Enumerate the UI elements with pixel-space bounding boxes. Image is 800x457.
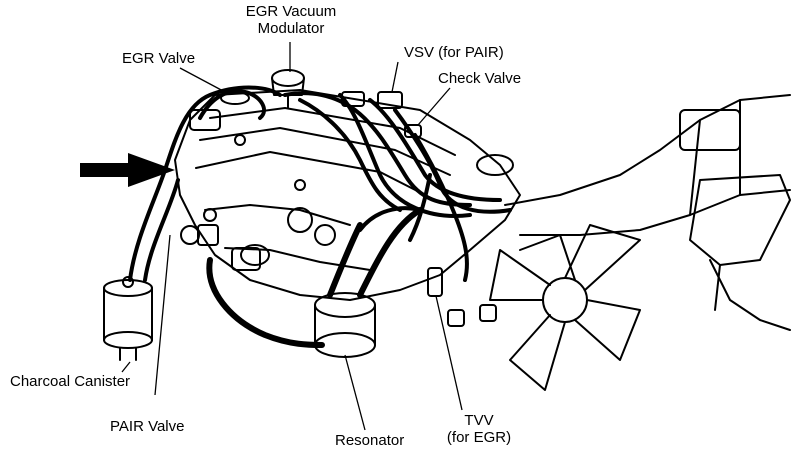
engine-block [174,89,521,301]
pointer-arrow [80,153,175,187]
transmission [504,94,791,331]
vacuum-hoses [198,89,512,282]
label-egr-vacuum-modulator: EGR Vacuum Modulator [245,3,337,37]
resonator-part [314,292,376,358]
egr-vacuum-modulator-part [271,69,305,109]
label-tvv-egr: TVV (for EGR) [446,412,512,446]
label-charcoal-canister: Charcoal Canister [10,373,131,390]
pair-valve-part [180,224,219,246]
label-egr-valve: EGR Valve [122,50,196,67]
check-valve-part [404,124,422,138]
cooling-fan [489,224,641,391]
resonator-hose [206,207,423,348]
label-vsv-pair: VSV (for PAIR) [404,44,504,61]
label-pair-valve: PAIR Valve [110,418,185,435]
charcoal-canister-part [103,276,153,361]
label-check-valve: Check Valve [438,70,522,87]
egr-valve-part [189,91,250,131]
vsv-part [377,91,403,109]
label-resonator: Resonator [335,432,405,449]
oil-cap [476,154,514,176]
canister-hoses [128,85,282,282]
tvv-part [427,267,497,327]
leader-lines [121,42,463,431]
